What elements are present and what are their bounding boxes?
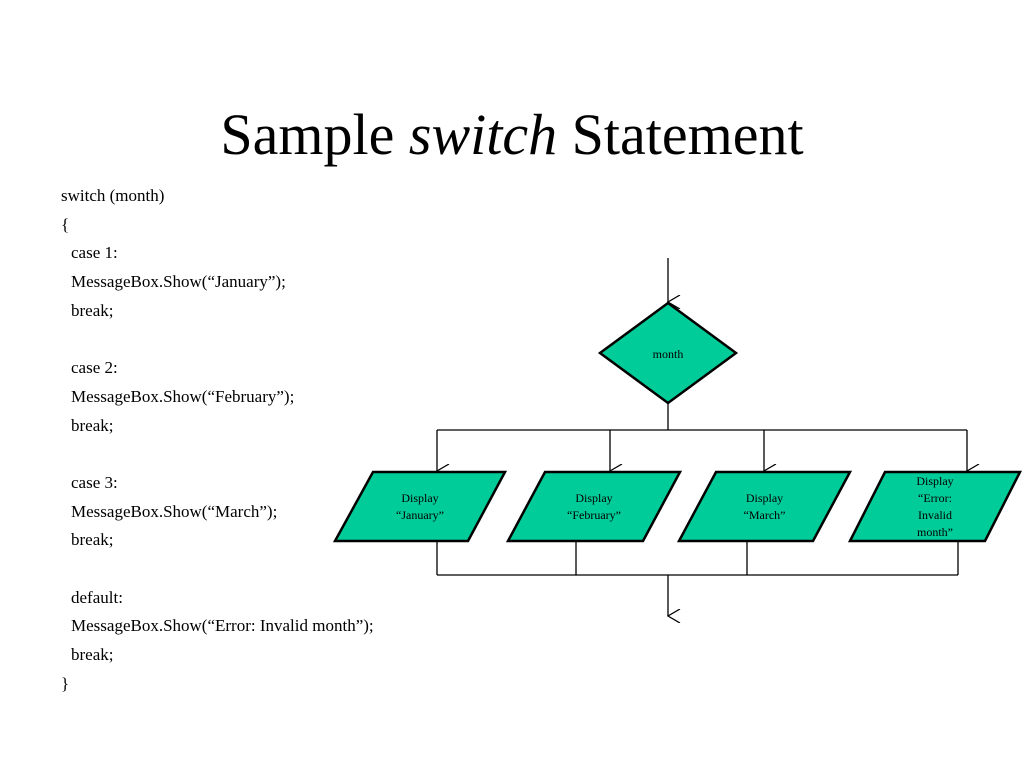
decision-label: month	[653, 347, 684, 361]
output-label: “February”	[567, 508, 621, 522]
title-suffix: Statement	[557, 102, 804, 167]
code-line: MessageBox.Show(“February”);	[71, 386, 295, 406]
code-line: MessageBox.Show(“January”);	[71, 272, 286, 292]
code-line: case 2:	[71, 358, 118, 378]
code-line: switch (month)	[61, 186, 165, 205]
code-line: case 3:	[71, 472, 118, 492]
code-line: break;	[71, 300, 114, 320]
code-line: {	[61, 214, 70, 234]
code-line: MessageBox.Show(“Error: Invalid month”);	[71, 616, 374, 636]
output-label: Display	[916, 474, 953, 488]
code-line: break;	[71, 645, 114, 664]
output-box-3	[676, 470, 853, 543]
code-line: }	[61, 673, 70, 693]
output-label: month”	[917, 525, 953, 539]
connector-lines	[437, 258, 967, 616]
output-label: Display	[575, 491, 612, 505]
title-prefix: Sample	[220, 102, 409, 167]
code-line: break;	[71, 530, 114, 550]
output-box-2	[505, 470, 683, 543]
code-line: case 1:	[71, 243, 118, 263]
output-label: Display	[401, 491, 438, 505]
title-keyword: switch	[408, 102, 558, 167]
output-box-4	[847, 470, 1023, 543]
code-line: MessageBox.Show(“March”);	[71, 501, 278, 521]
code-listing: switch (month) {case 1: MessageBox.Show(“J…	[61, 182, 374, 698]
output-box-1	[332, 470, 508, 543]
decision-diamond	[597, 301, 739, 405]
code-line: break;	[71, 415, 114, 435]
output-label: “March”	[744, 508, 786, 522]
output-label: Invalid	[918, 508, 952, 522]
output-label: “Error:	[918, 491, 952, 505]
slide-title: Sample switch Statement	[0, 100, 1024, 170]
code-line: default:	[71, 587, 123, 607]
output-label: “January”	[396, 508, 444, 522]
output-label: Display	[746, 491, 783, 505]
